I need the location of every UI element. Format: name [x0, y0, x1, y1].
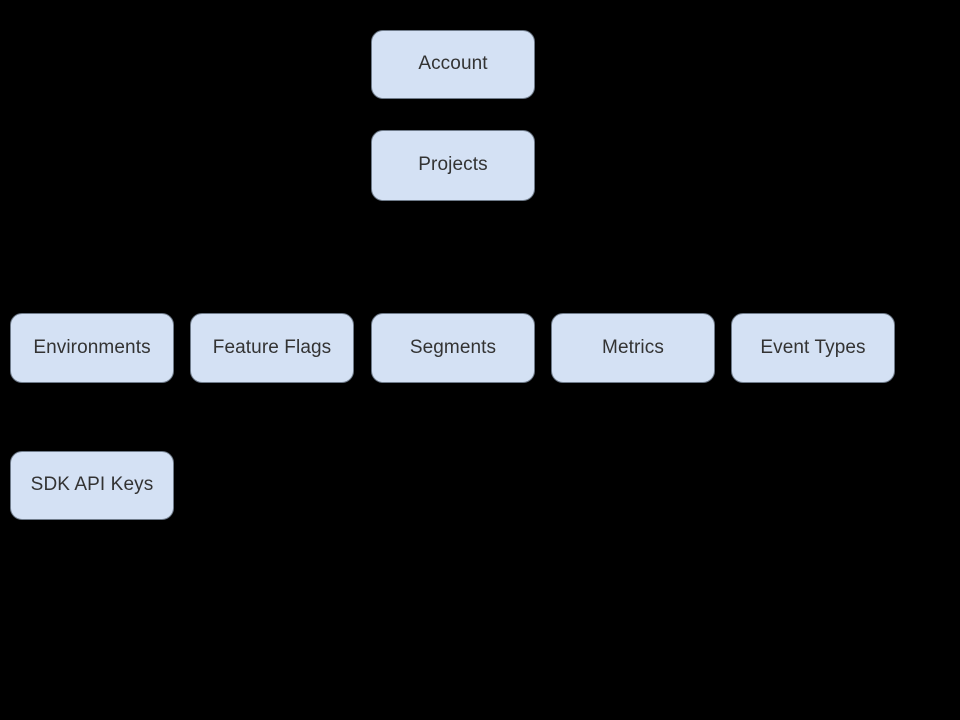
node-feature-flags[interactable]: Feature Flags — [190, 313, 354, 383]
node-label-sdk-api-keys: SDK API Keys — [30, 474, 154, 496]
node-projects[interactable]: Projects — [371, 130, 535, 201]
node-label-segments: Segments — [409, 336, 497, 358]
node-label-feature-flags: Feature Flags — [212, 336, 332, 358]
node-label-account: Account — [418, 53, 488, 75]
node-label-metrics: Metrics — [602, 336, 664, 358]
node-event-types[interactable]: Event Types — [731, 313, 895, 383]
node-environments[interactable]: Environments — [10, 313, 174, 383]
node-label-projects: Projects — [418, 154, 488, 176]
node-label-environments: Environments — [33, 336, 151, 358]
node-label-event-types: Event Types — [760, 336, 866, 358]
node-metrics[interactable]: Metrics — [551, 313, 715, 383]
node-segments[interactable]: Segments — [371, 313, 535, 383]
node-account[interactable]: Account — [371, 30, 535, 99]
node-sdk-api-keys[interactable]: SDK API Keys — [10, 451, 174, 520]
